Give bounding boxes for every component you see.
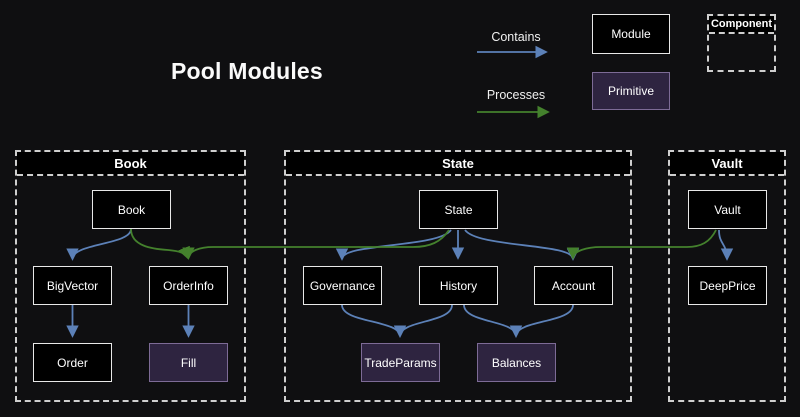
node-balances: Balances [477,343,556,382]
container-state: State State Governance History Account T… [284,150,632,402]
legend-primitive-box: Primitive [592,72,670,110]
node-tradeparams: TradeParams [361,343,440,382]
legend-contains-label: Contains [491,30,541,44]
container-book: Book Book BigVector OrderInfo Order Fill [15,150,246,402]
node-deepprice: DeepPrice [688,266,767,305]
container-state-header: State [286,152,630,176]
legend-processes-label: Processes [486,88,546,102]
node-history: History [419,266,498,305]
node-fill: Fill [149,343,228,382]
node-state: State [419,190,498,229]
container-vault: Vault Vault DeepPrice [668,150,786,402]
node-vault: Vault [688,190,767,229]
node-account: Account [534,266,613,305]
node-bigvector: BigVector [33,266,112,305]
container-vault-header: Vault [670,152,784,176]
legend-component-box: Component [707,14,776,72]
node-governance: Governance [303,266,382,305]
node-orderinfo: OrderInfo [149,266,228,305]
node-order: Order [33,343,112,382]
legend-primitive-label: Primitive [607,84,654,98]
legend-module-label: Module [611,27,651,41]
container-book-header: Book [17,152,244,176]
legend-component-label: Component [709,16,774,34]
node-book: Book [92,190,171,229]
diagram-title: Pool Modules [171,58,323,84]
legend-module-box: Module [592,14,670,54]
